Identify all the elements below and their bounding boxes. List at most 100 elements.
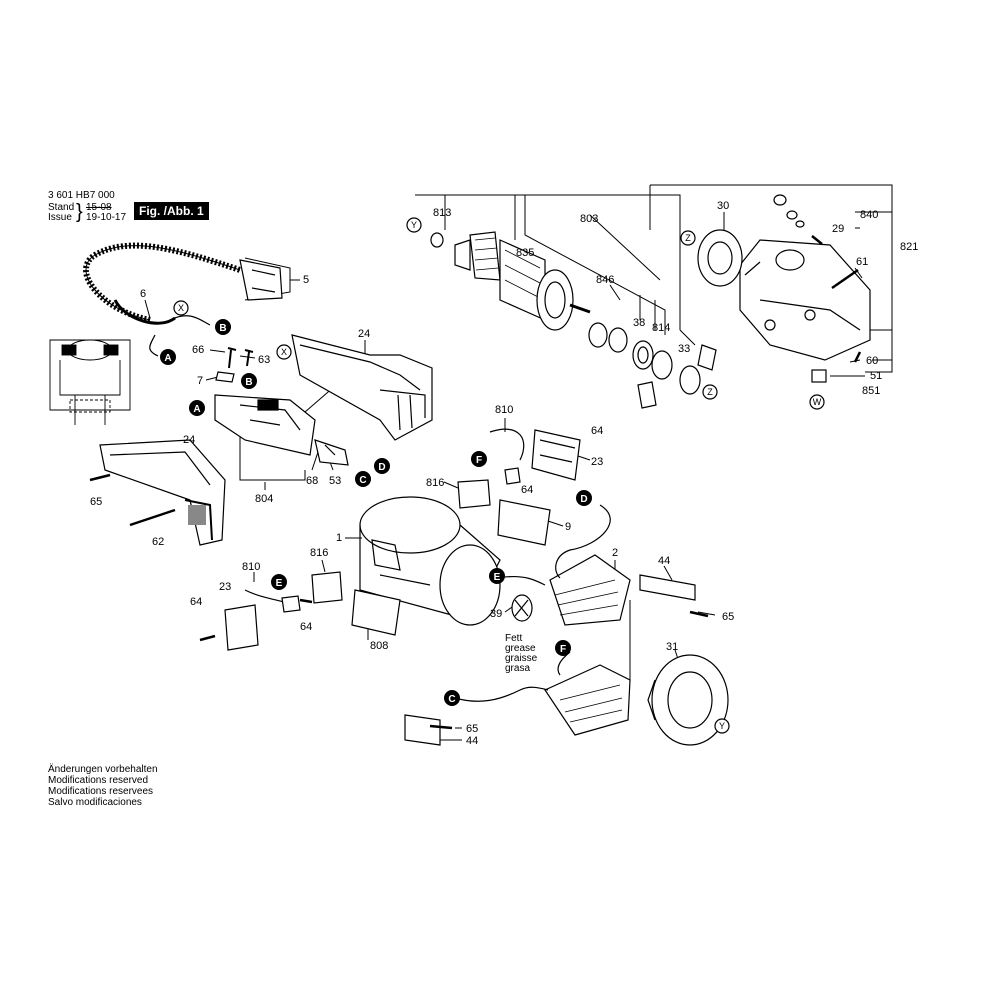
bearing-813 [430,232,444,248]
lead-c [454,686,549,702]
part-number-65-lower: 65 [466,723,478,735]
callout-b-2: B [245,377,252,388]
footer-line-fr: Modifications reservees [48,786,154,797]
part-number-60: 60 [866,355,878,367]
part-number-68: 68 [306,475,318,487]
callout-y-1: Y [411,220,417,230]
callout-d-1: D [378,462,385,473]
part-number-23-upper: 23 [591,456,603,468]
part-number-821: 821 [900,241,918,253]
part-number-65-right: 65 [722,611,734,623]
fan-39 [511,594,533,622]
callout-f-1: F [476,455,482,466]
part-number-816-lower: 816 [310,547,328,559]
filled-callouts: B A B A D C F D E E F C [160,319,592,706]
part-number-846: 846 [596,274,614,286]
figure-label: Fig. /Abb. 1 [134,202,209,220]
part-number-62: 62 [152,536,164,548]
grease-note-de: Fett [505,633,522,644]
part-number-30: 30 [717,200,729,212]
part-number-24-lower: 24 [183,434,195,446]
clip-44-lower [404,714,441,746]
cord-lead-b [169,315,211,326]
screws-upper-left [215,347,254,383]
brace: } [76,201,83,223]
screw-62 [129,508,176,527]
part-number-64-b: 64 [521,484,533,496]
lead-e [504,575,546,586]
outlined-callouts: X X Y Y Z Z W [173,217,825,734]
document-number: 3 601 HB7 000 [48,190,115,201]
part-number-23-lower: 23 [219,581,231,593]
part-number-64-c: 64 [190,596,202,608]
grease-note-es: grasa [505,663,530,674]
grease-note: Fett grease graisse grasa [505,633,538,674]
part-number-33: 33 [678,343,690,355]
part-number-5: 5 [303,274,309,286]
lead-d [555,504,611,579]
rear-handle-half-lower [99,439,226,546]
footer-line-en: Modifications reserved [48,775,149,786]
part-number-813: 813 [433,207,451,219]
gear-housing [739,239,871,361]
cord-lead-a [149,334,159,357]
part-number-810-upper: 810 [495,404,513,416]
part-number-63: 63 [258,354,270,366]
part-number-814: 814 [652,322,670,334]
part-number-840: 840 [860,209,878,221]
screw-65-right [689,610,709,618]
screw-65-left [89,473,111,482]
flange-30 [697,229,743,287]
issue-date: 19-10-17 [86,212,127,223]
part-number-2: 2 [612,547,618,559]
part-number-64-d: 64 [300,621,312,633]
part-number-810-lower: 810 [242,561,260,573]
part-number-816-upper: 816 [426,477,444,489]
callout-d-2: D [580,494,587,505]
callout-y-2: Y [719,721,725,731]
part-number-39: 39 [490,608,502,620]
part-number-53: 53 [329,475,341,487]
field-coil-lower [544,664,631,736]
switch-assembly [214,394,349,466]
callout-z-2: Z [707,387,713,397]
part-number-64-a: 64 [591,425,603,437]
part-number-38: 38 [633,317,645,329]
screw-60 [853,351,862,363]
callout-w-1: W [813,397,822,407]
part-number-labels: 5 6 7 24 24 62 63 65 66 68 53 804 810 81… [90,200,918,747]
part-number-44-lower: 44 [466,735,478,747]
callout-x-1: X [178,303,184,313]
part-number-66: 66 [192,344,204,356]
callout-b-1: B [219,323,226,334]
part-number-6: 6 [140,288,146,300]
grease-note-fr: graisse [505,653,538,664]
rear-handle-half-upper [291,334,433,441]
bearing-parts [588,322,717,409]
part-number-804: 804 [255,493,273,505]
issue-label: Issue [48,212,72,223]
brush-assembly-lower [199,571,343,651]
motor-housing [359,496,501,626]
brush-assembly-upper [457,428,581,546]
part-number-51: 51 [870,370,882,382]
part-number-65-left: 65 [90,496,102,508]
part-number-29: 29 [832,223,844,235]
field-coil-upper [549,554,631,626]
part-number-7: 7 [197,375,203,387]
armature [454,231,591,331]
cap-851 [811,369,827,383]
part-number-44-upper: 44 [658,555,670,567]
callout-e-1: E [276,578,283,589]
callout-c-2: C [448,694,455,705]
end-shield-31 [647,654,729,746]
power-cord [83,242,283,325]
part-number-803: 803 [580,213,598,225]
grease-note-en: grease [505,643,536,654]
screw-65-lower [429,724,453,730]
callout-c-1: C [359,475,366,486]
part-number-808: 808 [370,640,388,652]
clip-44-upper [639,574,696,601]
footer-line-de: Änderungen vorbehalten [48,764,158,775]
part-number-9: 9 [565,521,571,533]
